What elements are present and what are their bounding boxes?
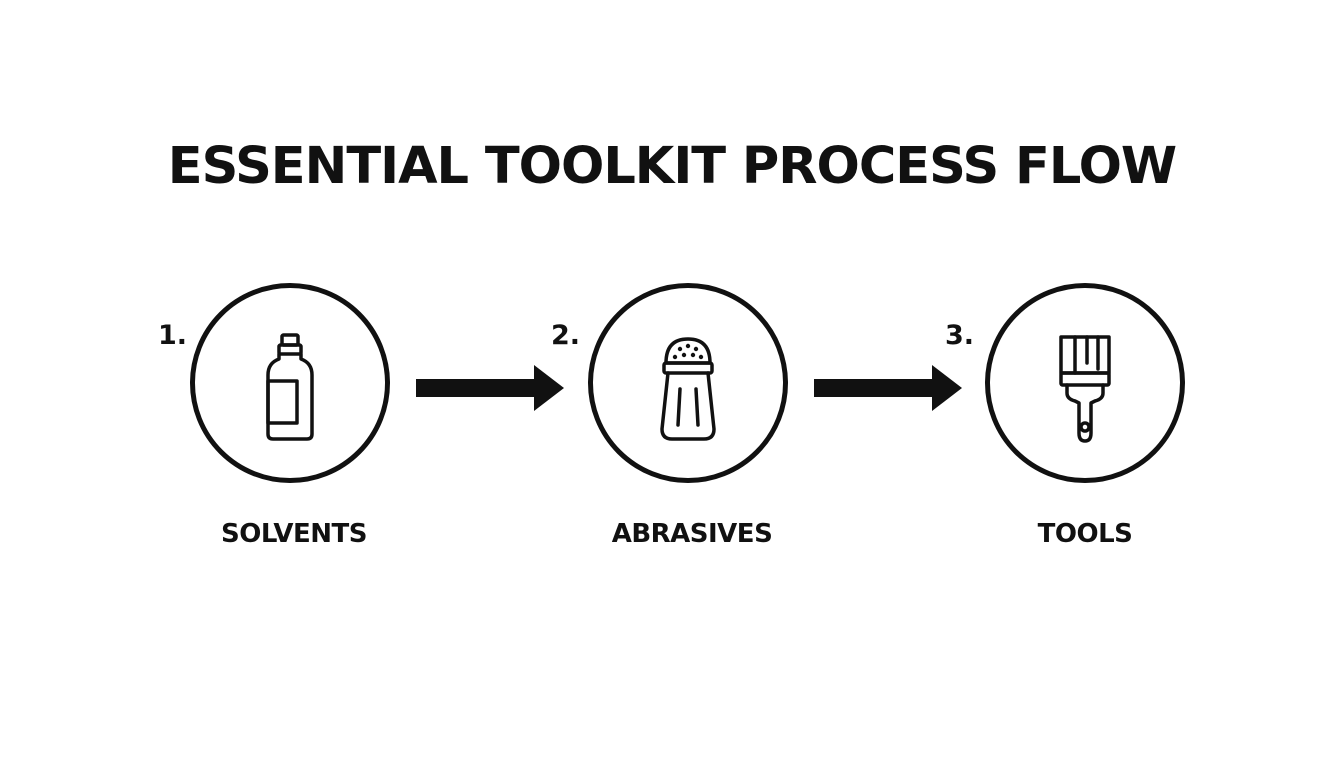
diagram-title: ESSENTIAL TOOLKIT PROCESS FLOW <box>167 137 1177 196</box>
bottle-icon <box>266 333 314 441</box>
shaker-icon <box>660 337 716 441</box>
step-2-number: 2. <box>551 320 581 351</box>
step-1-label: SOLVENTS <box>221 519 367 549</box>
paintbrush-icon <box>1059 335 1111 443</box>
step-3-circle <box>985 283 1185 483</box>
arrow-right-icon <box>814 365 962 411</box>
step-2-label: ABRASIVES <box>611 519 773 549</box>
step-3-label: TOOLS <box>1037 519 1133 549</box>
step-1-circle <box>190 283 390 483</box>
step-1-number: 1. <box>158 320 188 351</box>
step-3-number: 3. <box>945 320 975 351</box>
step-2-circle <box>588 283 788 483</box>
arrow-right-icon <box>416 365 564 411</box>
